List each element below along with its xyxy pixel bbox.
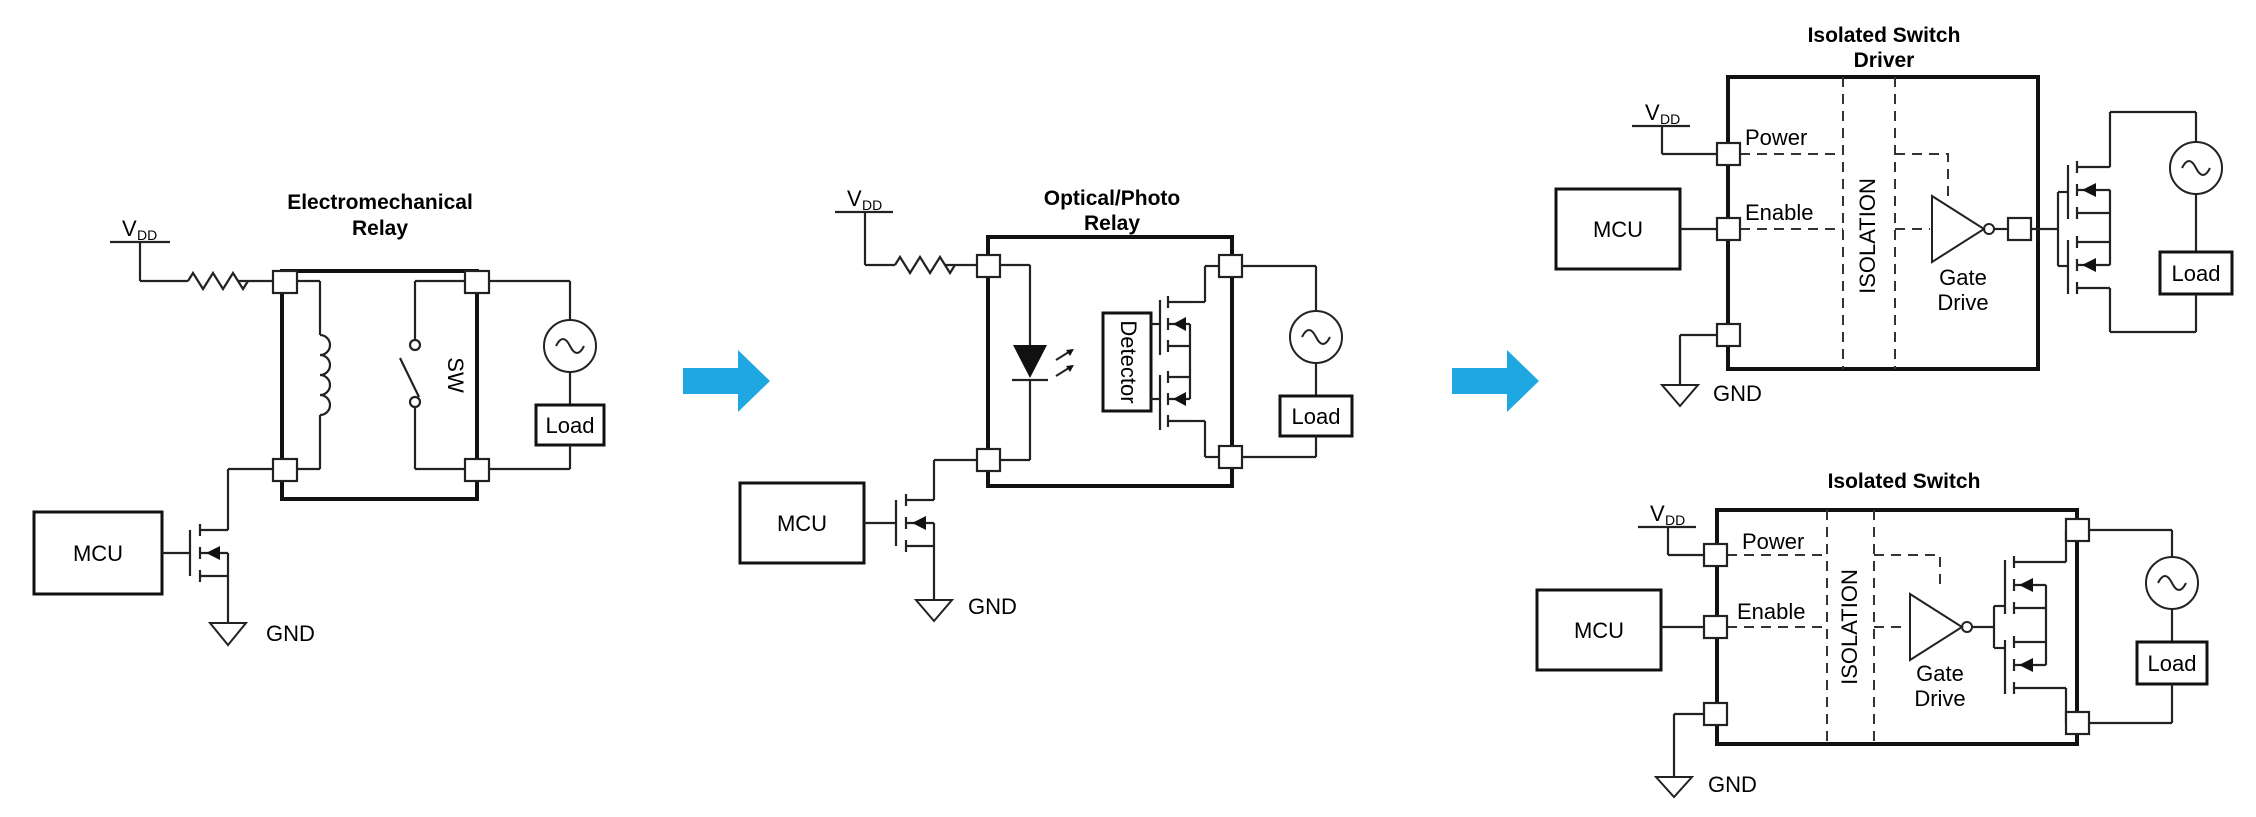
ground-icon [1659,384,1701,408]
load-label: Load [2148,651,2197,676]
enable-label: Enable [1737,599,1806,624]
arrow-right-icon [683,350,770,412]
relay-pin [1217,253,1244,279]
svg-text:V: V [1650,501,1665,526]
relay-pin [271,269,299,295]
vdd-symbol: V DD [1632,100,1690,154]
load-box [2158,250,2234,296]
electromechanical-relay-panel: Electromechanical Relay V DD SW [32,191,606,647]
optical-relay-panel: Optical/Photo Relay V DD Detector [738,186,1354,623]
gate-driver-buffer-icon [1909,592,1964,662]
led-icon [1013,345,1047,378]
svg-text:DD: DD [1665,512,1685,528]
isolated-switch-panel: Isolated Switch ISOLATION V DD Power Ena… [1535,470,2209,799]
relay-title-line2: Relay [352,217,408,240]
relay-pin [271,457,299,483]
gate-label-line2: Drive [1937,290,1988,315]
switch-pin [1702,614,1729,640]
output-mosfet-icon [1158,296,1192,430]
mcu-label: MCU [1593,217,1643,242]
detector-label: Detector [1116,320,1141,403]
switch-pin [2064,517,2091,543]
gnd-label: GND [1713,381,1762,406]
mcu-label: MCU [73,541,123,566]
mcu-box [738,481,866,565]
svg-text:DD: DD [862,197,882,213]
arrow-right-icon [1452,350,1539,412]
gnd-label: GND [266,621,315,646]
relay-package [280,269,479,501]
switch-pin [2064,710,2091,736]
detector-box [1101,311,1153,413]
driver-pin [1715,141,1742,167]
load-label: Load [546,413,595,438]
svg-text:V: V [847,186,862,211]
isolation-label: ISOLATION [1837,569,1862,685]
mcu-label: MCU [777,511,827,536]
integrated-mosfet-icon [2003,556,2048,694]
resistor [187,270,249,292]
gnd-label: GND [1708,772,1757,797]
load-label: Load [2172,261,2221,286]
mosfet-icon [188,469,230,582]
relay-pin [463,457,491,483]
optical-title-line1: Optical/Photo [1044,187,1181,210]
vdd-symbol: V DD [1638,501,1696,555]
svg-text:DD: DD [137,227,157,243]
enable-label: Enable [1745,200,1814,225]
vdd-symbol: V DD [835,186,893,265]
switch-title: Isolated Switch [1828,470,1981,493]
switch-pin [1702,542,1729,568]
relay-pin [975,447,1002,473]
power-label: Power [1745,125,1807,150]
mcu-label: MCU [1574,618,1624,643]
relay-pin [975,253,1002,279]
driver-title-line1: Isolated Switch [1808,24,1961,47]
gate-label-line1: Gate [1939,265,1987,290]
gate-driver-buffer-icon [1931,194,1986,264]
gate-label-line1: Gate [1916,661,1964,686]
relay-pin [463,269,491,295]
driver-title-line2: Driver [1854,49,1915,72]
external-mosfet-icon [2066,161,2112,294]
load-label: Load [1292,404,1341,429]
switch-pin [1702,701,1729,727]
isolated-switch-driver-panel: Isolated Switch Driver ISOLATION V DD Po… [1554,24,2234,408]
svg-text:V: V [122,216,137,241]
isolation-label: ISOLATION [1855,178,1880,294]
ground-icon [207,622,249,647]
svg-text:V: V [1645,100,1660,125]
mcu-box [1535,588,1663,672]
driver-pin [1715,216,1742,242]
driver-pin [2006,216,2033,242]
resistor [894,254,956,276]
relay-switch-contact [399,357,420,398]
sw-label: SW [443,357,468,393]
relay-pin [1217,444,1244,470]
vdd-symbol: V DD [110,216,170,281]
svg-text:DD: DD [1660,111,1680,127]
ground-icon [1653,776,1695,799]
load-box [534,403,606,447]
driver-pin [1715,322,1742,348]
driver-package [1726,75,2040,371]
relay-coil [319,333,332,417]
relay-title-line1: Electromechanical [287,191,473,214]
mosfet-icon [894,460,936,552]
power-label: Power [1742,529,1804,554]
light-emission-icon [1055,349,1074,377]
gnd-label: GND [968,594,1017,619]
ground-icon [913,599,955,623]
optical-title-line2: Relay [1084,212,1140,235]
gate-label-line2: Drive [1914,686,1965,711]
